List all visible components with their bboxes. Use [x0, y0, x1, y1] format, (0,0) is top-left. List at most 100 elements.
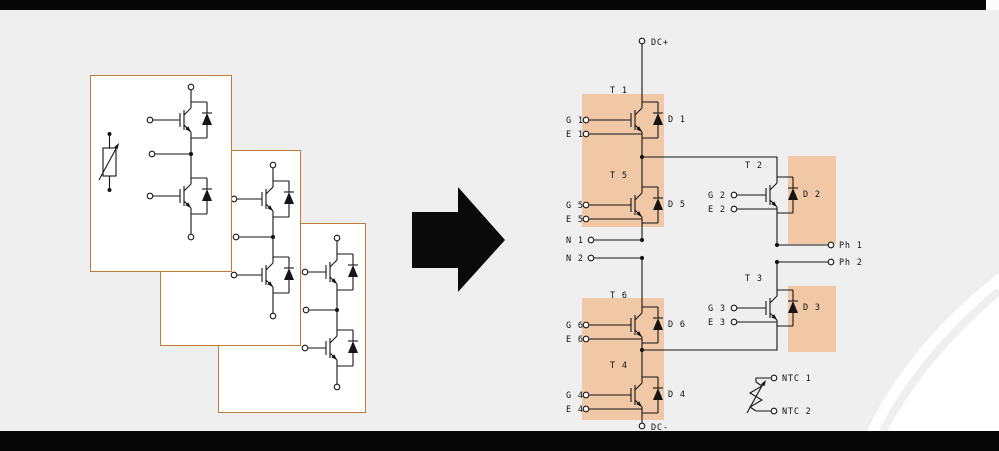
- terminal-e1: [582, 130, 590, 138]
- e2-label: E 2: [708, 205, 726, 215]
- junction-dot: [270, 234, 276, 240]
- terminal-g5: [582, 201, 590, 209]
- gate-terminal-circle: [301, 268, 309, 276]
- highlight-t1-t5: [582, 94, 664, 227]
- terminal-e2: [730, 205, 738, 213]
- terminal-ph1: [827, 241, 835, 249]
- terminal-circle: [269, 312, 277, 320]
- igbt-symbol: [261, 178, 274, 220]
- top-bar: [0, 0, 986, 10]
- highlight-t6-t4: [582, 298, 664, 420]
- e4-label: E 4: [566, 405, 584, 415]
- diode-symbol: [347, 329, 359, 367]
- terminal-e5: [582, 215, 590, 223]
- module-card-1: [90, 75, 232, 272]
- terminal-ph2: [827, 258, 835, 266]
- terminal-e4: [582, 405, 590, 413]
- top-bar-notch: [986, 0, 999, 10]
- e5-label: E 5: [566, 215, 584, 225]
- bottom-bar: [0, 431, 999, 451]
- junction-dots: [639, 154, 780, 353]
- igbt-symbol: [179, 175, 192, 217]
- card-3-circuit: [301, 234, 359, 391]
- diode-symbol: [347, 253, 359, 291]
- t3-label: T 3: [745, 274, 763, 284]
- junction-dot: [107, 132, 112, 136]
- terminal-e6: [582, 335, 590, 343]
- highlight-t3: [788, 286, 836, 352]
- d1-label: D 1: [668, 115, 686, 125]
- card-3-halfbridge-symbol: [301, 234, 359, 391]
- terminal-g6: [582, 321, 590, 329]
- gate-emitter-leads: [589, 119, 777, 410]
- diode-symbol: [283, 180, 295, 218]
- d4-label: D 4: [668, 390, 686, 400]
- junction-dot: [334, 307, 340, 313]
- circuit-schematic: DC+ DC- N 1 N 2 Ph 1 Ph 2 NTC 1 NTC 2 T …: [566, 37, 863, 433]
- gate-terminal-circle: [301, 344, 309, 352]
- terminal-circle: [302, 306, 310, 314]
- card-2-circuit: [230, 161, 295, 320]
- t2-label: T 2: [745, 161, 763, 171]
- dc-plus-label: DC+: [651, 38, 669, 48]
- terminal-circle: [187, 83, 195, 91]
- d6-label: D 6: [668, 320, 686, 330]
- gate-terminal-circle: [146, 192, 154, 200]
- junction-dot: [188, 151, 194, 157]
- igbt-symbol: [325, 251, 338, 293]
- ntc-thermistor-symbol: [746, 377, 771, 414]
- terminal-g1: [582, 116, 590, 124]
- diode-symbol: [201, 177, 213, 215]
- terminal-circle: [232, 233, 240, 241]
- terminal-circle: [148, 150, 156, 158]
- card-1-circuit: [98, 83, 213, 241]
- e6-label: E 6: [566, 335, 584, 345]
- diode-symbol: [283, 256, 295, 294]
- g5-label: G 5: [566, 201, 584, 211]
- g2-label: G 2: [708, 191, 726, 201]
- d3-label: D 3: [803, 303, 821, 313]
- t6-label: T 6: [610, 291, 628, 301]
- thermistor-arrowhead: [114, 143, 119, 149]
- gate-terminal-circle: [146, 116, 154, 124]
- terminal-g4: [582, 391, 590, 399]
- e3-label: E 3: [708, 318, 726, 328]
- terminal-e3: [730, 318, 738, 326]
- transformation-arrow-icon: [412, 187, 505, 292]
- g4-label: G 4: [566, 391, 584, 401]
- t1-label: T 1: [610, 86, 628, 96]
- terminal-dc-minus: [638, 422, 646, 430]
- terminal-n1: [587, 236, 595, 244]
- schematic-labels: DC+ DC- N 1 N 2 Ph 1 Ph 2 NTC 1 NTC 2 T …: [566, 38, 863, 433]
- card-1-halfbridge-symbol: [98, 83, 213, 241]
- terminal-g3: [730, 304, 738, 312]
- g3-label: G 3: [708, 304, 726, 314]
- g6-label: G 6: [566, 321, 584, 331]
- swoosh-stripe: [879, 287, 999, 431]
- ntc-arrowhead: [761, 380, 766, 387]
- d5-label: D 5: [668, 200, 686, 210]
- terminal-circle: [333, 234, 341, 242]
- g1-label: G 1: [566, 116, 584, 126]
- card-2-halfbridge-symbol: [230, 161, 295, 320]
- t5-label: T 5: [610, 171, 628, 181]
- terminal-circle: [269, 161, 277, 169]
- terminal-ntc1: [770, 374, 778, 382]
- schematic-drawing: [582, 37, 835, 430]
- n2-label: N 2: [566, 254, 584, 264]
- igbt-symbol: [261, 254, 274, 296]
- igbt-symbol: [179, 99, 192, 141]
- e1-label: E 1: [566, 130, 584, 140]
- highlight-regions: [582, 94, 836, 420]
- thermistor-symbol: [98, 132, 119, 192]
- ntc1-label: NTC 1: [782, 374, 812, 384]
- d2-label: D 2: [803, 190, 821, 200]
- ph1-label: Ph 1: [839, 241, 863, 251]
- ph2-label: Ph 2: [839, 258, 863, 268]
- terminal-g2: [730, 191, 738, 199]
- n1-label: N 1: [566, 236, 584, 246]
- terminal-dc-plus: [638, 37, 646, 45]
- diode-symbol: [201, 101, 213, 139]
- terminal-circle: [333, 383, 341, 391]
